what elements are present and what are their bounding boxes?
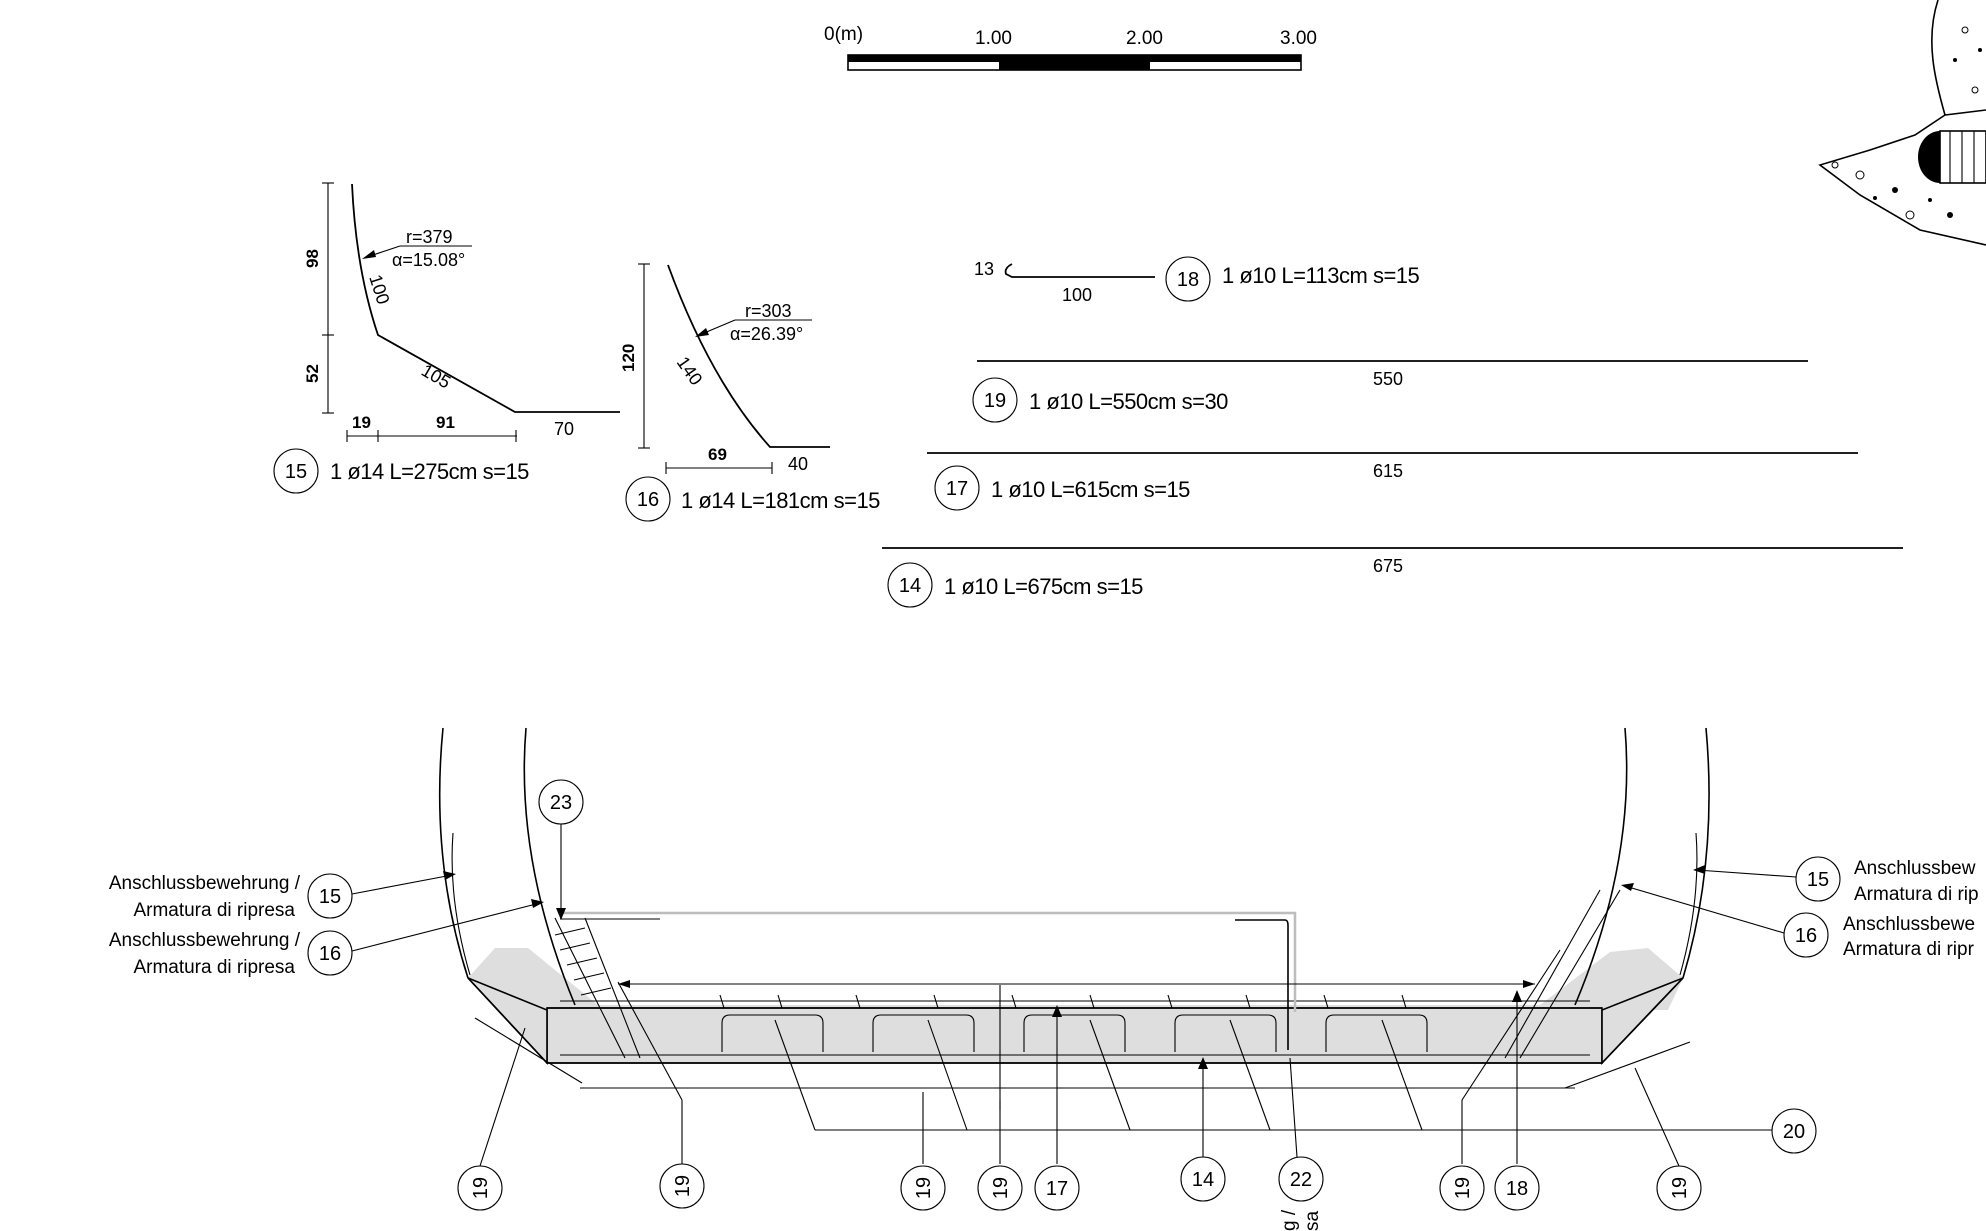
bar-16-dim-140: 140 [673,353,707,389]
scale-label-2: 2.00 [1126,28,1163,49]
section-mark-20: 20 [1783,1121,1805,1143]
right-note-16-mark: 16 [1795,925,1817,947]
bar-16-dim-40: 40 [788,454,808,474]
bottom-mark-19-c: 19 [913,1177,935,1199]
bottom-mark-14: 14 [1192,1169,1214,1191]
base-slab-core [546,1007,1603,1064]
bar-16-dim-69: 69 [708,445,727,464]
bottom-mark-19-a: 19 [470,1177,492,1199]
bar-18-spec: 1 ø10 L=113cm s=15 [1222,263,1420,288]
bar-15-radius: r=379 [406,227,453,247]
left-note-16-line2: Armatura di ripresa [133,957,295,978]
scale-label-3: 3.00 [1280,28,1317,49]
right-note-16-line1: Anschlussbewe [1843,914,1975,935]
bottom-mark-19-d: 19 [990,1177,1012,1199]
bar-15-dim-105: 105 [418,360,454,392]
bar-15-dim-52: 52 [303,364,322,383]
scale-label-0: 0(m) [824,24,863,45]
bar-15-angle: α=15.08° [392,250,465,270]
bar-19-mark: 19 [984,390,1006,412]
bar-16-spec: 1 ø14 L=181cm s=15 [681,488,880,513]
bar-19-shape: 550 19 1 ø10 L=550cm s=30 [972,360,1808,423]
bar-15-dim-70: 70 [554,419,574,439]
bar-17-spec: 1 ø10 L=615cm s=15 [991,477,1190,502]
bar-16-radius: r=303 [745,301,792,321]
corner-sketch-illustration [1818,0,1986,246]
left-note-16-line1: Anschlussbewehrung / [109,930,301,951]
right-note-16-line2: Armatura di ripr [1843,939,1975,960]
right-note-15-line1: Anschlussbew [1854,858,1976,879]
left-note-16-mark: 16 [319,943,341,965]
right-note-15-line2: Armatura di rip [1854,884,1979,905]
rotated-text-2: sa [1302,1211,1323,1231]
bar-19-length: 550 [1373,369,1403,389]
bar-16-mark: 16 [637,489,659,511]
bar-15-dim-91: 91 [436,413,455,432]
right-note-15-mark: 15 [1807,869,1829,891]
bar-18-mark: 18 [1177,269,1199,291]
bottom-mark-19-b: 19 [672,1175,694,1197]
scale-bar: 0(m) 1.00 2.00 3.00 [824,24,1317,71]
bar-16-shape: 120 69 140 40 r=303 α=26.39° 16 1 ø14 L=… [619,263,881,522]
bottom-mark-19-e: 19 [1452,1177,1474,1199]
bottom-mark-22: 22 [1290,1169,1312,1191]
bar-17-mark: 17 [946,478,968,500]
left-note-15-mark: 15 [319,886,341,908]
bar-15-mark: 15 [285,461,307,483]
bar-15-shape: 98 52 19 91 100 105 70 r=379 α=15.08° 15… [273,182,620,494]
bar-15-spec: 1 ø14 L=275cm s=15 [330,459,529,484]
left-note-15-line2: Armatura di ripresa [133,900,295,921]
bar-18-dim-13: 13 [974,259,994,279]
bar-16-dim-120: 120 [619,344,638,372]
bottom-mark-17: 17 [1046,1178,1068,1200]
bar-14-spec: 1 ø10 L=675cm s=15 [944,574,1143,599]
scale-label-1: 1.00 [975,28,1012,49]
section-mark-23: 23 [550,792,572,814]
bar-17-length: 615 [1373,461,1403,481]
bar-16-angle: α=26.39° [730,324,803,344]
rotated-text-1: g / [1279,1209,1300,1231]
bar-15-dim-100: 100 [365,272,393,307]
bottom-mark-18: 18 [1506,1178,1528,1200]
cross-section: Anschlussbewehrung / Armatura di ripresa… [109,727,1979,1231]
bar-18-shape: 13 100 18 1 ø10 L=113cm s=15 [974,256,1420,305]
bottom-mark-19-f: 19 [1669,1177,1691,1199]
base-slab-concrete [468,948,1683,1010]
bar-17-shape: 615 17 1 ø10 L=615cm s=15 [927,452,1858,511]
bar-14-length: 675 [1373,556,1403,576]
bar-15-dim-98: 98 [303,249,322,268]
bar-15-dim-19: 19 [352,413,371,432]
bar-14-mark: 14 [899,575,921,597]
bar-18-dim-100: 100 [1062,285,1092,305]
left-note-15-line1: Anschlussbewehrung / [109,873,301,894]
bar-19-spec: 1 ø10 L=550cm s=30 [1029,389,1228,414]
bar-14-shape: 675 14 1 ø10 L=675cm s=15 [882,547,1903,608]
